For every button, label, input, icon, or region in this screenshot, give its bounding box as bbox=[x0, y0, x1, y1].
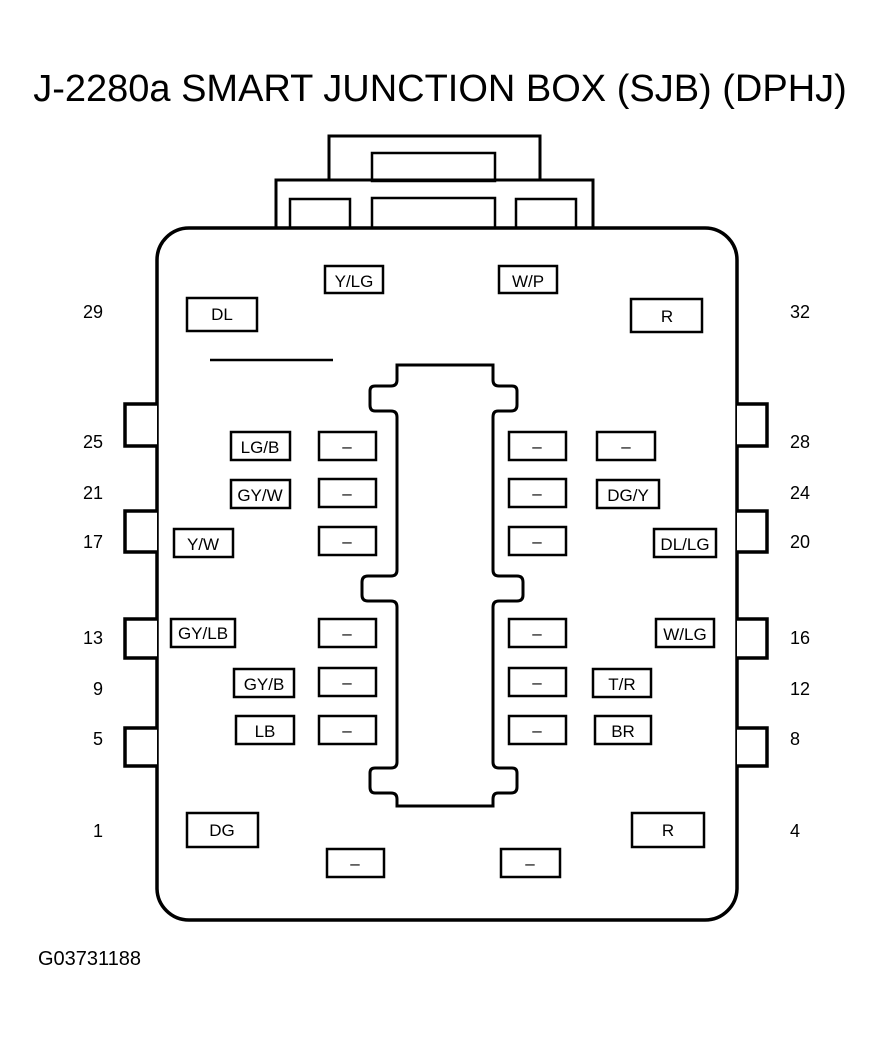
wire-label: – bbox=[532, 673, 542, 692]
pin-number: 12 bbox=[790, 679, 810, 699]
wire-label: W/LG bbox=[663, 625, 706, 644]
wire-label: W/P bbox=[512, 272, 544, 291]
wire-box: LG/B bbox=[229, 430, 292, 462]
pin-number: 8 bbox=[790, 729, 800, 749]
wire-label: DG bbox=[209, 821, 235, 840]
wire-label: DL/LG bbox=[660, 535, 709, 554]
pin-number: 1 bbox=[93, 821, 103, 841]
wire-label: GY/B bbox=[244, 675, 285, 694]
wire-label: – bbox=[342, 721, 352, 740]
wire-box: LB bbox=[234, 714, 296, 746]
wire-label: R bbox=[661, 307, 673, 326]
pin-number: 4 bbox=[790, 821, 800, 841]
wire-box: – bbox=[317, 477, 378, 509]
pin-number: 17 bbox=[83, 532, 103, 552]
wire-label: LG/B bbox=[241, 438, 280, 457]
wire-box: DG bbox=[185, 811, 260, 849]
wire-label: – bbox=[342, 624, 352, 643]
wire-label: Y/W bbox=[187, 535, 219, 554]
wire-box: – bbox=[317, 714, 378, 746]
pin-number: 24 bbox=[790, 483, 810, 503]
wire-box: – bbox=[317, 666, 378, 698]
wire-label: – bbox=[532, 484, 542, 503]
wire-box: Y/W bbox=[172, 527, 235, 559]
sjb-body bbox=[155, 226, 739, 922]
pin-number: 25 bbox=[83, 432, 103, 452]
wire-label: Y/LG bbox=[335, 272, 374, 291]
wire-label: GY/LB bbox=[178, 624, 228, 643]
pin-number: 21 bbox=[83, 483, 103, 503]
wire-label: – bbox=[525, 854, 535, 873]
wire-label: DG/Y bbox=[607, 486, 649, 505]
wire-label: GY/W bbox=[237, 486, 282, 505]
pin-number: 9 bbox=[93, 679, 103, 699]
wire-box: BR bbox=[593, 714, 653, 746]
wire-box: GY/W bbox=[229, 478, 292, 510]
pin-number: 32 bbox=[790, 302, 810, 322]
wire-box: – bbox=[507, 477, 568, 509]
wire-box: – bbox=[595, 430, 657, 462]
wire-box: GY/B bbox=[232, 667, 296, 699]
wire-label: – bbox=[342, 484, 352, 503]
wire-label: – bbox=[532, 532, 542, 551]
wire-box: W/LG bbox=[654, 617, 716, 649]
wire-boxes: Y/LG W/P DL R LG/B GY/W Y/W bbox=[169, 264, 718, 879]
wire-box: – bbox=[317, 430, 378, 462]
wire-box: – bbox=[507, 714, 568, 746]
wire-label: BR bbox=[611, 722, 635, 741]
diagram-title: J-2280a SMART JUNCTION BOX (SJB) (DPHJ) bbox=[33, 68, 847, 110]
wire-label: – bbox=[621, 437, 631, 456]
wire-label: – bbox=[532, 437, 542, 456]
wire-box: DL bbox=[185, 296, 259, 333]
pin-number: 29 bbox=[83, 302, 103, 322]
wire-box: – bbox=[507, 617, 568, 649]
wire-label: – bbox=[532, 721, 542, 740]
wire-box: DG/Y bbox=[595, 478, 661, 510]
pin-number: 13 bbox=[83, 628, 103, 648]
side-tabs bbox=[123, 402, 769, 768]
wire-box: W/P bbox=[497, 264, 559, 295]
wire-box: GY/LB bbox=[169, 617, 237, 649]
wire-box: – bbox=[507, 666, 568, 698]
wire-label: LB bbox=[255, 722, 276, 741]
pin-number: 20 bbox=[790, 532, 810, 552]
left-pin-numbers: 29 25 21 17 13 9 5 1 bbox=[83, 302, 103, 841]
figure-id: G03731188 bbox=[38, 948, 142, 970]
wire-box: Y/LG bbox=[323, 264, 385, 295]
wire-label: T/R bbox=[608, 675, 635, 694]
wire-label: – bbox=[342, 437, 352, 456]
wire-box: T/R bbox=[591, 667, 653, 699]
wire-box: – bbox=[325, 847, 386, 879]
wire-label: DL bbox=[211, 305, 233, 324]
wire-box: – bbox=[499, 847, 562, 879]
wire-label: – bbox=[350, 854, 360, 873]
wire-box: DL/LG bbox=[652, 527, 718, 559]
pin-number: 5 bbox=[93, 729, 103, 749]
wire-label: – bbox=[342, 532, 352, 551]
wire-box: R bbox=[629, 297, 704, 334]
top-connector bbox=[274, 134, 595, 230]
wire-label: R bbox=[662, 821, 674, 840]
wire-box: – bbox=[507, 430, 568, 462]
right-pin-numbers: 32 28 24 20 16 12 8 4 bbox=[790, 302, 810, 841]
pin-number: 16 bbox=[790, 628, 810, 648]
wire-box: – bbox=[317, 525, 378, 557]
center-cutout bbox=[360, 363, 525, 808]
wire-box: R bbox=[630, 811, 706, 849]
wire-label: – bbox=[532, 624, 542, 643]
wire-box: – bbox=[317, 617, 378, 649]
pin-number: 28 bbox=[790, 432, 810, 452]
wire-label: – bbox=[342, 673, 352, 692]
wire-box: – bbox=[507, 525, 568, 557]
